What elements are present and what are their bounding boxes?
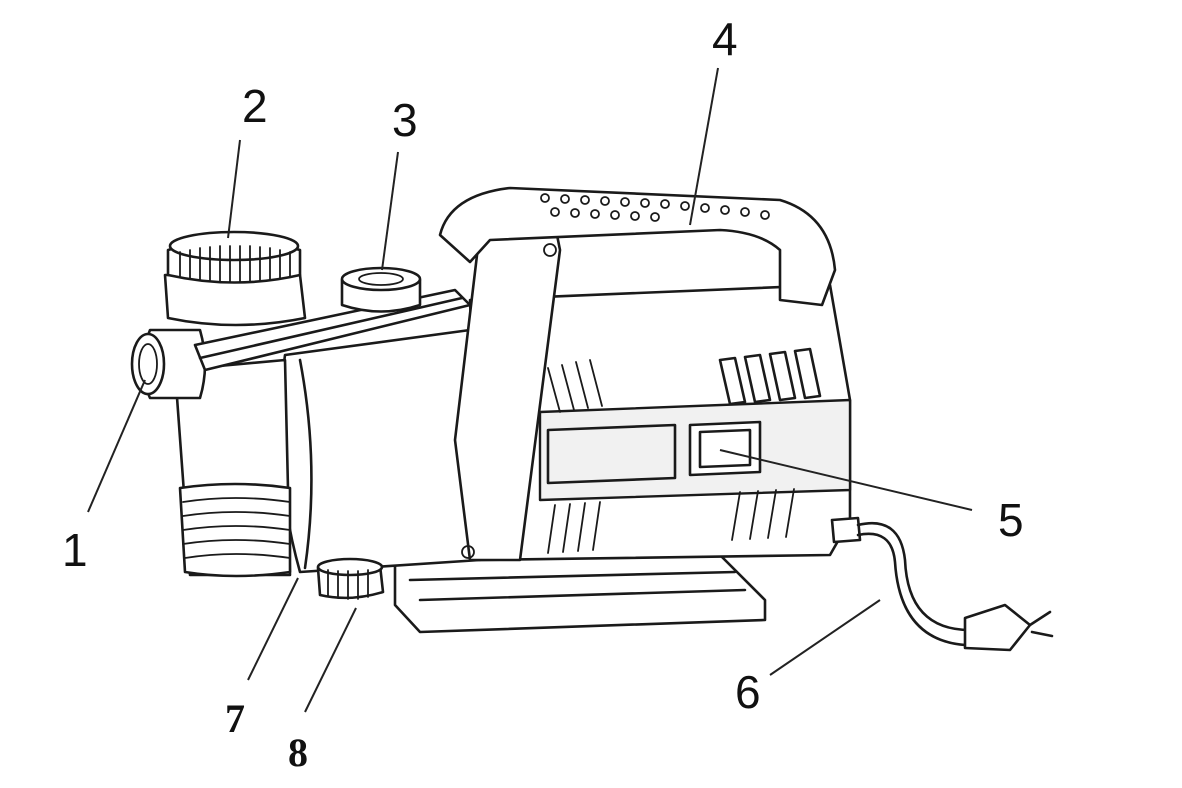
callout-7: 7: [225, 696, 245, 741]
callout-4: 4: [712, 13, 738, 65]
vent-cap: [340, 266, 422, 313]
carry-handle: [438, 186, 837, 307]
callout-3: 3: [392, 94, 418, 146]
leader-lines: [87, 67, 973, 713]
callout-6: 6: [735, 666, 761, 718]
motor-housing: [468, 283, 852, 562]
pump-base: [393, 553, 767, 634]
drain-knob: [316, 557, 385, 600]
outlet-knob: [163, 230, 307, 327]
pump-body: [278, 328, 482, 574]
callout-5: 5: [998, 494, 1024, 546]
power-cord: [830, 516, 1054, 652]
filler-plug: [130, 328, 207, 400]
callout-1: 1: [62, 524, 88, 576]
callout-2: 2: [242, 80, 268, 132]
suction-inlet: [173, 358, 292, 578]
callout-8: 8: [288, 730, 308, 775]
